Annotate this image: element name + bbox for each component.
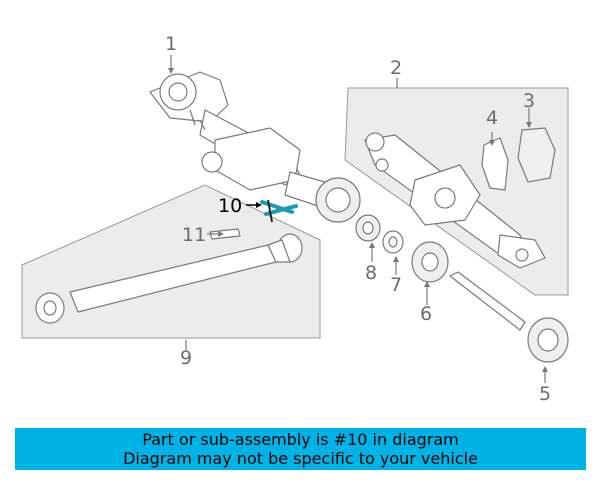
callout-6: 6 [420, 303, 432, 325]
callout-11: 11 [182, 224, 206, 246]
banner-line-1: Part or sub-assembly is #10 in diagram [142, 430, 459, 449]
callout-3: 3 [523, 90, 535, 112]
callout-1: 1 [165, 33, 177, 55]
parts-diagram: 1 2 3 4 5 6 7 8 9 10 11 [21, 33, 569, 405]
callout-2: 2 [390, 57, 402, 79]
callout-10: 10 [218, 195, 242, 217]
callout-4: 4 [486, 107, 498, 129]
callout-5: 5 [539, 383, 551, 405]
axle-housing-part [364, 132, 546, 269]
bolt-part [209, 228, 241, 240]
bearing-part [355, 214, 381, 242]
driveshaft-part [35, 233, 303, 324]
axle-assembly-part [149, 71, 361, 223]
seal-part [382, 230, 404, 254]
callout-7: 7 [390, 274, 402, 296]
leader-lines [168, 55, 548, 383]
bolt-part-highlighted [260, 199, 298, 223]
callout-9: 9 [180, 347, 192, 369]
callout-8: 8 [365, 262, 377, 284]
axle-shaft-part [449, 271, 569, 363]
info-banner: Part or sub-assembly is #10 in diagram D… [15, 428, 586, 470]
gasket-part [481, 137, 509, 191]
cover-part [517, 127, 556, 183]
banner-line-2: Diagram may not be specific to your vehi… [123, 449, 478, 468]
flange-part [411, 241, 449, 283]
